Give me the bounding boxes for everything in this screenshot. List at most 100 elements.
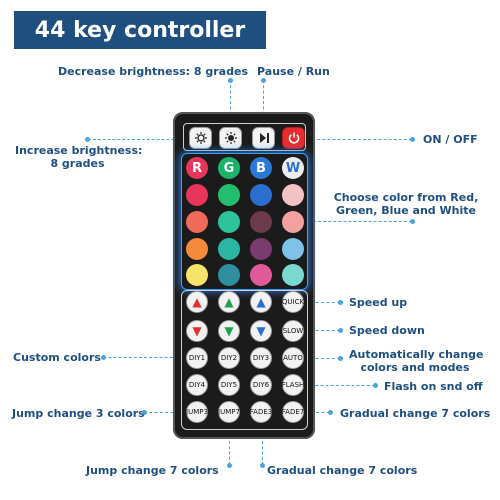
color-button-label: B [256,160,266,176]
color-button-b[interactable]: B [250,157,272,179]
label-pause-run: Pause / Run [257,65,330,78]
leader-line [308,221,412,222]
diy2-label: DIY2 [220,354,238,362]
leader-dot [228,78,233,83]
color-swatch-button[interactable] [218,184,240,206]
brightness-up-button[interactable] [219,127,242,149]
leader-line [103,357,183,358]
label-flash: Flash on snd off [384,380,483,393]
diy1-button[interactable]: DIY1 [186,347,208,369]
sun-icon [224,132,237,144]
flash-label: FLASH [281,381,305,389]
label-jump7: Jump change 7 colors [86,464,219,477]
function-panel [181,290,308,430]
label-speed-down: Speed down [349,324,425,337]
diy1-label: DIY1 [188,354,206,362]
leader-line [144,412,184,413]
color-swatch-button[interactable] [186,264,208,286]
leader-line [305,358,340,359]
leader-dot [410,219,415,224]
blue-down-button[interactable]: ▼ [250,320,272,342]
top-button-group [183,123,306,151]
diy6-button[interactable]: DIY6 [250,374,272,396]
leader-line [262,425,263,465]
color-swatch-button[interactable] [250,184,272,206]
label-on-off: ON / OFF [423,133,478,146]
label-increase-brightness-line2: 8 grades [50,157,105,170]
leader-line [88,139,184,140]
diy5-button[interactable]: DIY5 [218,374,240,396]
leader-dot [261,78,266,83]
color-swatch-button[interactable] [186,211,208,233]
blue-up-button[interactable]: ▲ [250,291,272,313]
label-increase-brightness: Increase brightness: 8 grades [15,144,142,170]
green-up-button[interactable]: ▲ [218,291,240,313]
color-button-r[interactable]: R [186,157,208,179]
label-speed-up: Speed up [349,296,408,309]
leader-dot [85,137,90,142]
diy4-label: DIY4 [188,381,206,389]
color-swatch-button[interactable] [282,211,304,233]
play-pause-button[interactable] [252,127,275,149]
jump7-button[interactable]: JUMP7 [218,401,240,423]
color-swatch-button[interactable] [250,211,272,233]
color-swatch-button[interactable] [282,238,304,260]
color-swatch-button[interactable] [218,264,240,286]
slow-button[interactable]: SLOW [282,320,304,342]
slow-label: SLOW [282,327,304,335]
power-icon [288,132,299,144]
color-button-label: G [223,160,235,176]
green-down-button[interactable]: ▼ [218,320,240,342]
leader-dot [338,300,343,305]
red-down-button[interactable]: ▼ [186,320,208,342]
power-button[interactable] [282,127,305,149]
quick-label: QUICK [281,298,305,306]
leader-dot [260,463,265,468]
leader-line [229,425,230,465]
color-swatch-button[interactable] [250,264,272,286]
color-swatch-button[interactable] [218,211,240,233]
red-up-button[interactable]: ▲ [186,291,208,313]
diy4-button[interactable]: DIY4 [186,374,208,396]
label-gradual7-bottom: Gradual change 7 colors [267,464,418,477]
jump3-label: JUMP3 [186,408,208,416]
color-button-g[interactable]: G [218,157,240,179]
diy6-label: DIY6 [252,381,270,389]
color-swatch-button[interactable] [186,184,208,206]
diy3-label: DIY3 [252,354,270,362]
arrow-up-icon: ▲ [224,295,234,309]
label-auto-change: Automatically change colors and modes [349,348,484,374]
fade3-button[interactable]: FADE3 [250,401,272,423]
page-title: 44 key controller [34,17,246,43]
leader-line [230,80,231,120]
diy3-button[interactable]: DIY3 [250,347,272,369]
color-swatch-button[interactable] [186,238,208,260]
title-bar: 44 key controller [14,11,266,49]
color-swatch-button[interactable] [282,184,304,206]
color-swatch-button[interactable] [218,238,240,260]
arrow-down-icon: ▼ [192,324,202,338]
leader-dot [410,137,415,142]
color-swatch-button[interactable] [250,238,272,260]
label-auto-change-line1: Automatically change [349,348,484,361]
jump3-button[interactable]: JUMP3 [186,401,208,423]
leader-line [305,330,340,331]
arrow-up-icon: ▲ [192,295,202,309]
brightness-down-button[interactable] [189,127,212,149]
fade7-button[interactable]: FADE7 [282,401,304,423]
color-button-w[interactable]: W [282,157,304,179]
quick-button[interactable]: QUICK [282,291,304,313]
label-choose-color-line1: Choose color from Red, [333,191,479,204]
auto-label: AUTO [283,354,303,362]
flash-button[interactable]: FLASH [282,374,304,396]
arrow-down-icon: ▼ [224,324,234,338]
label-choose-color: Choose color from Red, Green, Blue and W… [331,191,481,217]
diy2-button[interactable]: DIY2 [218,347,240,369]
leader-dot [227,463,232,468]
auto-button[interactable]: AUTO [282,347,304,369]
color-panel [181,153,308,290]
leader-line [305,385,375,386]
label-jump3: Jump change 3 colors [12,407,145,420]
leader-line [263,80,264,120]
color-swatch-button[interactable] [282,264,304,286]
